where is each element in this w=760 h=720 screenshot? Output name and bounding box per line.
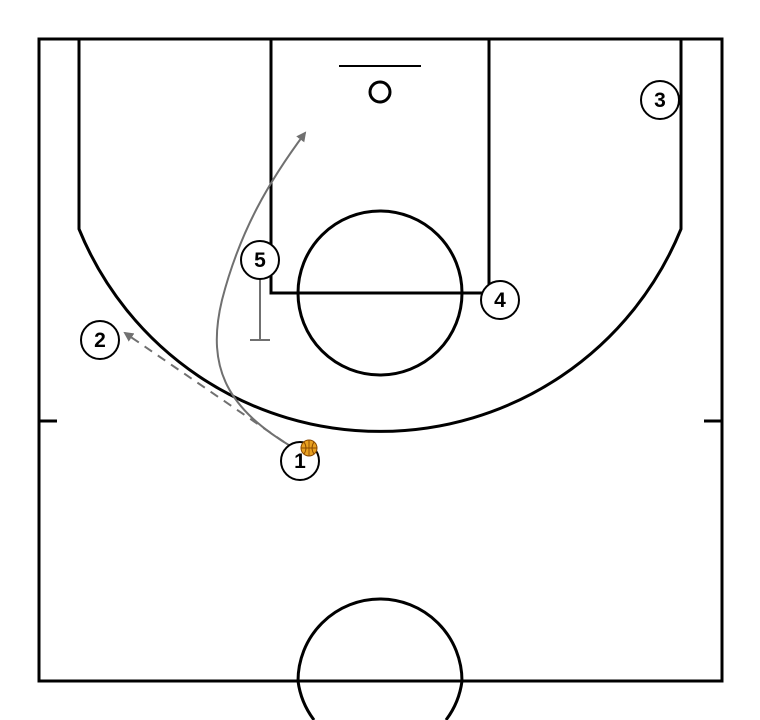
basketball-icon <box>300 439 318 457</box>
player-4: 4 <box>480 280 520 320</box>
basket-rim <box>368 80 392 104</box>
center-circle-below <box>296 680 464 720</box>
player-marker <box>640 80 680 120</box>
player-number-label: 2 <box>94 329 106 352</box>
player-3: 3 <box>640 80 680 120</box>
play-actions <box>123 131 307 448</box>
player-1: 1 <box>280 439 320 481</box>
player-5: 5 <box>240 240 280 280</box>
player-number-label: 4 <box>494 289 506 312</box>
free-throw-lane <box>269 39 491 295</box>
player-marker <box>240 240 280 280</box>
three-point-line <box>77 39 683 433</box>
court-boundary <box>37 37 724 683</box>
player-2: 2 <box>80 320 120 360</box>
players: 1 2 3 4 5 <box>80 80 680 481</box>
player-number-label: 3 <box>654 89 666 112</box>
screen-player-5 <box>250 278 270 341</box>
player-marker <box>480 280 520 320</box>
half-court-lines <box>37 37 724 720</box>
free-throw-circle <box>296 209 464 377</box>
player-number-label: 1 <box>294 450 306 473</box>
cut-path-player-1 <box>215 131 307 448</box>
player-number-label: 5 <box>254 249 266 272</box>
player-marker <box>80 320 120 360</box>
center-circle <box>296 597 464 682</box>
